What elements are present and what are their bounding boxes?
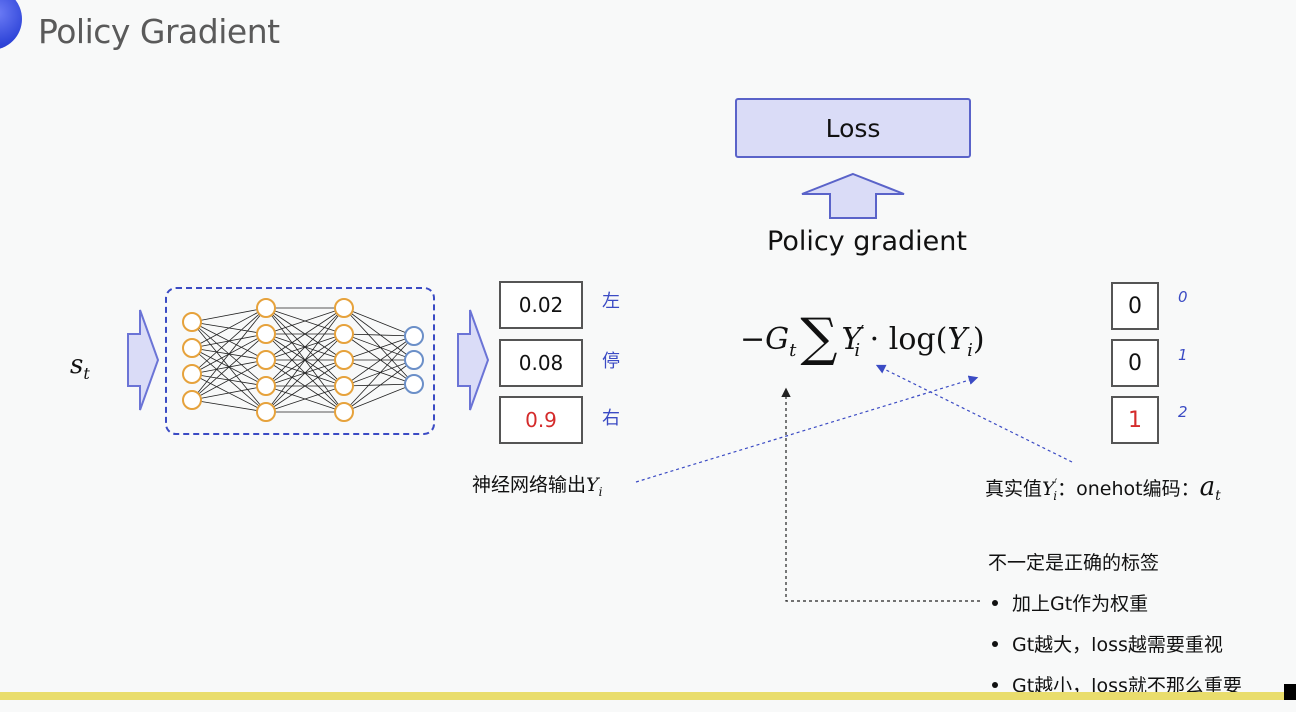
prob-box-left: 0.02 (499, 281, 583, 329)
true-value-label: 真实值Y′i：onehot编码：at (985, 472, 1221, 504)
network-edge (343, 335, 415, 387)
output-node (404, 350, 424, 370)
onehot-index-2: 2 (1178, 403, 1188, 421)
onehot-value: 0 (1128, 350, 1142, 376)
onehot-index-0: 0 (1178, 288, 1188, 306)
network-edge (265, 307, 345, 413)
loss-formula: −Gt∑Y′i · log(Yi) (740, 308, 985, 368)
state-symbol: st (70, 350, 90, 384)
onehot-index-1: 1 (1178, 346, 1188, 364)
network-edge (343, 333, 415, 337)
network-edge (343, 335, 415, 413)
prob-box-stop: 0.08 (499, 339, 583, 387)
note-item: Gt越小，loss就不那么重要 (988, 671, 1242, 698)
network-edge (343, 359, 415, 385)
network-node (334, 402, 354, 422)
loss-box: Loss (735, 98, 971, 158)
up-arrow-icon (801, 172, 905, 219)
network-edge (265, 307, 345, 335)
corner-mark (1284, 684, 1296, 700)
slide-title: Policy Gradient (38, 12, 280, 51)
onehot-box-1: 0 (1111, 339, 1159, 387)
network-edge (191, 399, 267, 413)
neural-network-diagram (165, 287, 435, 435)
network-node (256, 402, 276, 422)
network-edge (343, 359, 415, 413)
network-edge (343, 333, 415, 385)
prob-box-right: 0.9 (499, 396, 583, 444)
note-item: 加上Gt作为权重 (988, 589, 1242, 616)
action-label-left: 左 (602, 291, 620, 312)
network-edge (343, 307, 415, 385)
bullet-icon (992, 681, 998, 688)
bullet-icon (992, 640, 998, 647)
network-edge (191, 333, 267, 401)
network-edge (343, 383, 415, 387)
network-edge (191, 307, 267, 349)
prob-value: 0.08 (518, 351, 564, 375)
bottom-bar (0, 692, 1296, 700)
network-edge (343, 383, 415, 413)
onehot-value: 0 (1128, 293, 1142, 319)
network-node (182, 338, 202, 358)
connector-weight-to-g (781, 387, 980, 602)
network-edge (265, 307, 345, 387)
network-edge (343, 335, 415, 361)
network-edge (191, 385, 267, 401)
network-edge (191, 307, 267, 323)
action-label-stop: 停 (602, 351, 620, 372)
network-node (182, 312, 202, 332)
output-node (404, 326, 424, 346)
network-node (256, 376, 276, 396)
network-node (256, 324, 276, 344)
network-node (256, 350, 276, 370)
connector-output-to-log (635, 375, 979, 483)
network-edge (265, 307, 345, 361)
network-node (182, 364, 202, 384)
network-edge (265, 333, 345, 413)
input-arrow-icon (127, 309, 160, 411)
network-edge (191, 359, 267, 401)
network-edge (343, 307, 415, 361)
network-output-label: 神经网络输出Yi (472, 474, 603, 499)
output-arrow-icon (457, 309, 490, 411)
network-edge (343, 333, 415, 361)
network-edge (265, 385, 345, 413)
network-node (256, 298, 276, 318)
network-edge (191, 307, 267, 401)
network-edge (343, 359, 415, 387)
prob-value: 0.02 (518, 293, 564, 317)
onehot-box-2: 1 (1111, 396, 1159, 444)
network-node (334, 350, 354, 370)
network-node (182, 390, 202, 410)
prob-value: 0.9 (525, 408, 557, 432)
onehot-box-0: 0 (1111, 282, 1159, 330)
network-edge (265, 359, 345, 413)
network-boundary (165, 287, 435, 435)
onehot-value: 1 (1128, 407, 1142, 433)
loss-label: Loss (825, 113, 881, 143)
network-edge (343, 307, 415, 337)
network-edge (191, 307, 267, 375)
policy-gradient-label: Policy gradient (767, 226, 967, 257)
connector-true-to-yprime (875, 364, 1073, 463)
notes-header: 不一定是正确的标签 (988, 552, 1160, 574)
network-node (334, 324, 354, 344)
network-node (334, 298, 354, 318)
note-item: Gt越大，loss越需要重视 (988, 630, 1242, 657)
action-label-right: 右 (602, 408, 620, 429)
bullet-icon (992, 599, 998, 606)
network-node (334, 376, 354, 396)
output-node (404, 374, 424, 394)
notes-block: 不一定是正确的标签 加上Gt作为权重 Gt越大，loss越需要重视 Gt越小，l… (988, 548, 1242, 712)
